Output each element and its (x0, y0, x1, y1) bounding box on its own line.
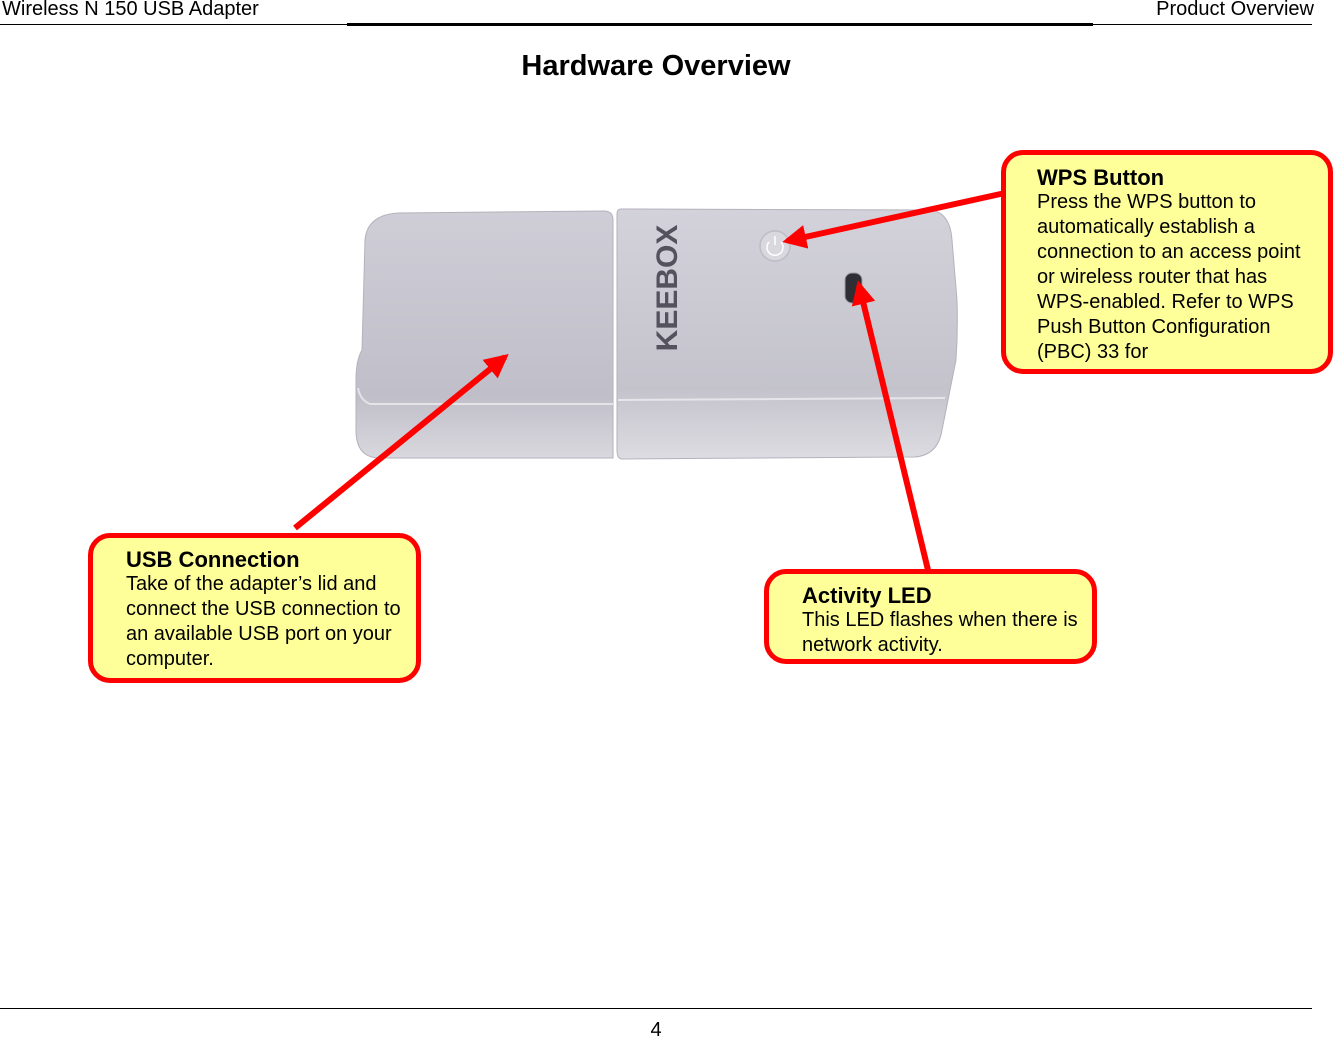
callout-usb-body: Take of the adapter’s lid and connect th… (126, 573, 401, 670)
callout-led-body: This LED flashes when there is network a… (802, 609, 1078, 656)
callout-led-title: Activity LED (802, 583, 932, 608)
footer-rule (0, 1008, 1312, 1009)
page-title: Hardware Overview (521, 50, 791, 82)
arrow-led (851, 280, 931, 571)
header-rule-bold (347, 23, 1093, 26)
arrow-usb (293, 353, 509, 531)
callout-usb-title: USB Connection (126, 547, 300, 572)
arrow-wps (782, 190, 1006, 249)
callout-wps-title: WPS Button (1037, 165, 1165, 190)
adapter-lid (355, 210, 614, 459)
brand-logo: KEEBOX (651, 225, 684, 352)
page-number: 4 (650, 1019, 662, 1041)
adapter-body (616, 208, 958, 460)
callout-wps-button: WPS Button Press the WPS button to autom… (1001, 150, 1333, 374)
callout-wps-body: Press the WPS button to automatically es… (1037, 191, 1301, 363)
wps-button-icon (759, 230, 791, 262)
header-section-title: Product Overview (1156, 0, 1314, 20)
callout-activity-led: Activity LED This LED flashes when there… (764, 569, 1097, 664)
callout-usb-connection: USB Connection Take of the adapter’s lid… (88, 533, 421, 683)
header-doc-title: Wireless N 150 USB Adapter (2, 0, 259, 20)
